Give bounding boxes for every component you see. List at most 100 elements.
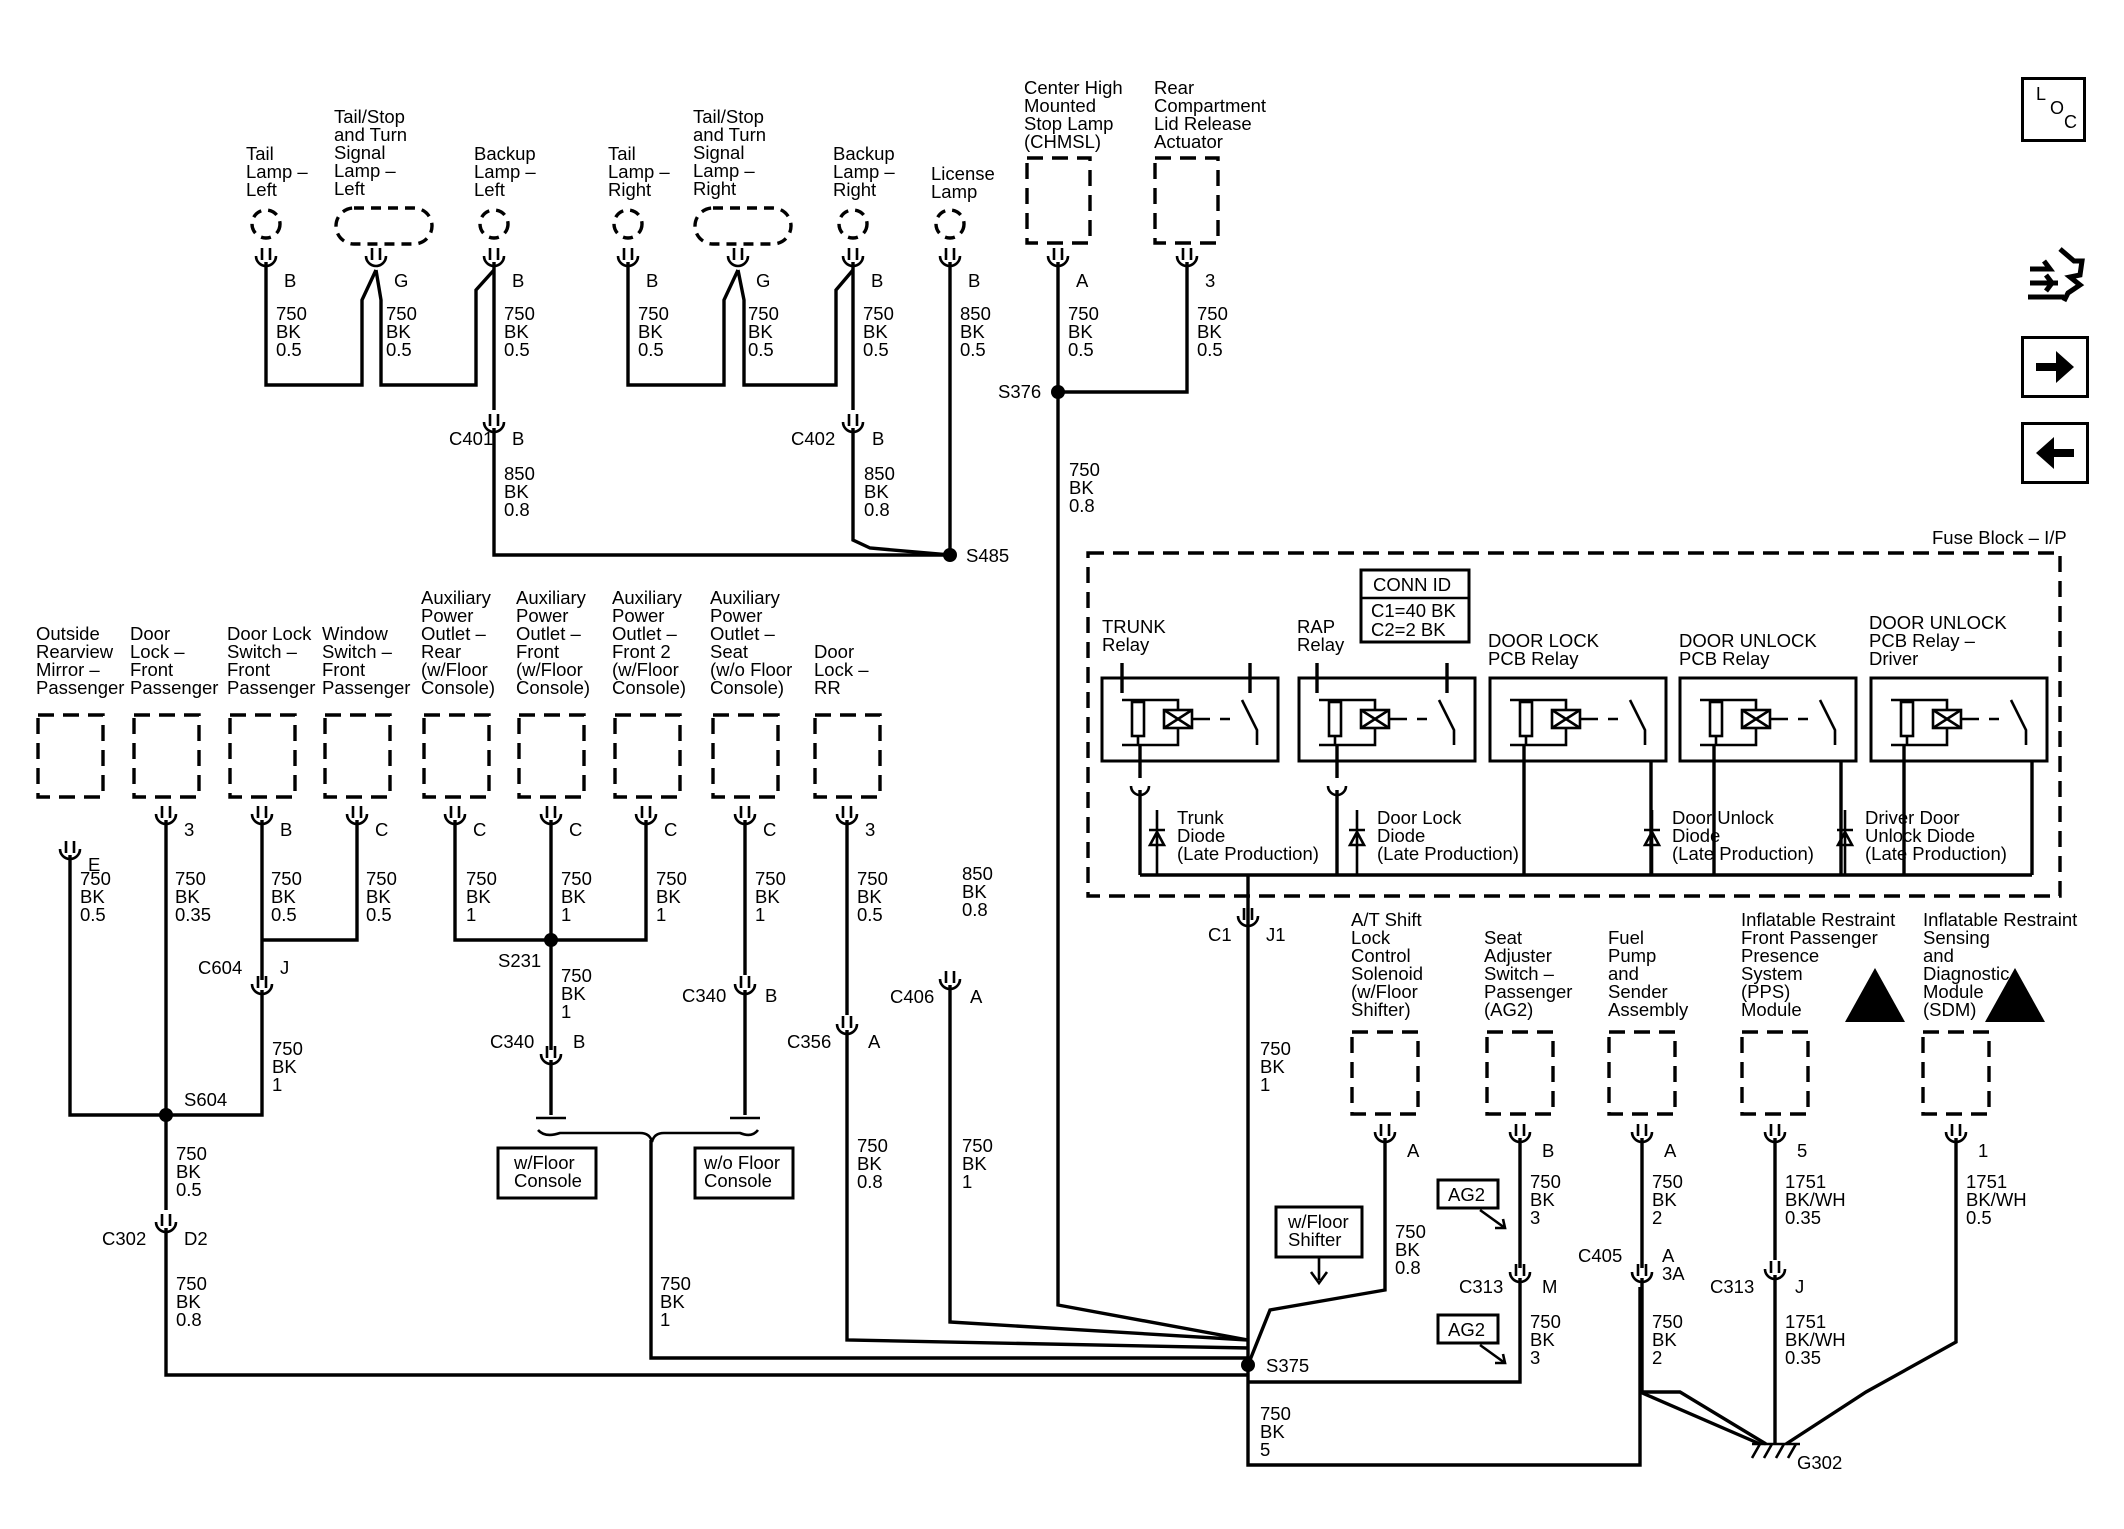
wire-label-chmsl-line: 750 [1068,303,1099,324]
wire-label-dlrr-line: 750 [857,868,888,889]
label-lock_switch_fp-line: Switch – [227,641,298,662]
label-mirror-line: Passenger [36,677,124,698]
wire-c406 [948,985,1249,1342]
wire-label-s604-line: 750 [176,1143,207,1164]
connector-symbol [726,255,750,268]
option-w-floor-shifter-line: Shifter [1288,1229,1341,1250]
wire-c401 [492,428,950,557]
next-page-button[interactable] [2021,336,2089,398]
pin-label-j1: J1 [1266,924,1286,945]
wire-label-lsfp-line: BK [271,886,296,907]
chmsl-box [1025,156,1092,245]
label-backup-lamp-left-line: Backup [474,143,536,164]
label-lock_switch_fp-line: Passenger [227,677,315,698]
relay-label-door-unlock-driver-line: DOOR UNLOCK [1869,612,2007,633]
wire-label-merge-line: 1 [660,1309,670,1330]
wire-label-s375-line: 5 [1260,1439,1270,1460]
label-aux_seat-line: Console) [710,677,784,698]
label-backup-lamp-left-line: Lamp – [474,161,536,182]
wire-label-fuel-line: BK [1652,1189,1677,1210]
wire-label-auxs-line: 750 [755,868,786,889]
arrow-left-icon [2036,437,2074,469]
pin-label-lsfp: B [280,819,292,840]
loc-letter-c: C [2064,112,2077,132]
diode-trunk-label-line: (Late Production) [1177,843,1319,864]
pin-label-c604: J [280,957,289,978]
previous-page-button[interactable] [2021,422,2089,484]
option-box-w-floor-console [496,1146,598,1200]
pin-label-auxr: C [473,819,486,840]
label-sdm-line: Module [1923,981,1984,1002]
label-seat-adj-line: Switch – [1484,963,1555,984]
location-view-button[interactable]: L O C [2021,77,2086,142]
wire-label-s376-line: 750 [1069,459,1100,480]
wire-label-tl-line: 750 [276,303,307,324]
label-sdm-line: and [1923,945,1954,966]
wire-label-fuel2-line: 2 [1652,1347,1662,1368]
label-rear-lid-actuator-line: Compartment [1154,95,1266,116]
label-fuel-pump-line: Fuel [1608,927,1644,948]
pin-label-dlrr: 3 [865,819,875,840]
diode-driver-door-unlock-label-line: Unlock Diode [1865,825,1975,846]
label-tail-lamp-right-line: Right [608,179,651,200]
label-window_switch_fp-line: Switch – [322,641,393,662]
component-box-auxf [517,713,586,799]
label-pps-line: (PPS) [1741,981,1790,1002]
label-tailstop-lamp-right-line: Tail/Stop [693,106,764,127]
wire-label-s604-line: BK [176,1161,201,1182]
diode-door-unlock [1642,810,1662,875]
wire-label-mirror-line: BK [80,886,105,907]
wire-c356 [845,1030,1249,1350]
wire-label-tsr-line: BK [748,321,773,342]
wire-label-auxr-line: 750 [466,868,497,889]
component-box-pps [1740,1030,1810,1116]
wire-label-s231-line: 1 [561,1001,571,1022]
label-chmsl-line: Mounted [1024,95,1096,116]
wire-label-tsl-line: 750 [386,303,417,324]
schematic-nav-button[interactable] [2024,245,2086,315]
label-tail-lamp-left-line: Left [246,179,277,200]
label-mirror-line: Mirror – [36,659,100,680]
ground-symbol [1750,1442,1800,1459]
wire-label-c302-line: 0.8 [176,1309,202,1330]
wire-label-tl-line: BK [276,321,301,342]
label-license-lamp-line: License [931,163,995,184]
diode-door-lock-label-line: (Late Production) [1377,843,1519,864]
wire-label-pps2-line: 1751 [1785,1311,1826,1332]
diode-driver-door-unlock-label-line: (Late Production) [1865,843,2007,864]
ground-g302: G302 [1797,1452,1842,1473]
wire-label-at-line: BK [1395,1239,1420,1260]
wire-label-c402-line: 850 [864,463,895,484]
connector-c402: C402 [791,428,835,449]
label-tailstop-lamp-left-line: Tail/Stop [334,106,405,127]
pin-label-c302: D2 [184,1228,208,1249]
wire-label-auxr-line: BK [466,886,491,907]
wire-label-auxf2-line: 1 [656,904,666,925]
label-door_lock_fp-line: Lock – [130,641,185,662]
wire-label-dlfp-line: 750 [175,868,206,889]
wire-label-lic-line: BK [960,321,985,342]
airbag-warning-icon-sdm [1985,968,2045,1022]
pin-label-auxf2: C [664,819,677,840]
label-tail-lamp-left-line: Tail [246,143,274,164]
component-box-auxf2 [613,713,682,799]
wire-label-c406b-line: BK [962,1153,987,1174]
label-tail-lamp-right-line: Lamp – [608,161,670,182]
wire-label-seat-line: BK [1530,1189,1555,1210]
wire-label-bl-line: 750 [504,303,535,324]
relay-label-door-unlock-driver-line: Driver [1869,648,1918,669]
wire-label-merge-line: 750 [660,1273,691,1294]
wire-sdm [1785,1138,1958,1446]
wire-ground-merge [1639,1390,1761,1446]
wire-label-c406-line: BK [962,881,987,902]
relay-label-door-unlock-driver-line: PCB Relay – [1869,630,1976,651]
pin-label-c313a: M [1542,1276,1557,1297]
wire-s375-out [1246,1287,1642,1467]
label-rear-lid-actuator-line: Rear [1154,77,1194,98]
wire-label-s604-line: 0.5 [176,1179,202,1200]
wire-label-s376-line: BK [1069,477,1094,498]
label-at-shift-line: Shifter) [1351,999,1411,1020]
label-lock_switch_fp-line: Front [227,659,270,680]
label-seat-adj-line: Passenger [1484,981,1572,1002]
wire-label-tr-line: BK [638,321,663,342]
